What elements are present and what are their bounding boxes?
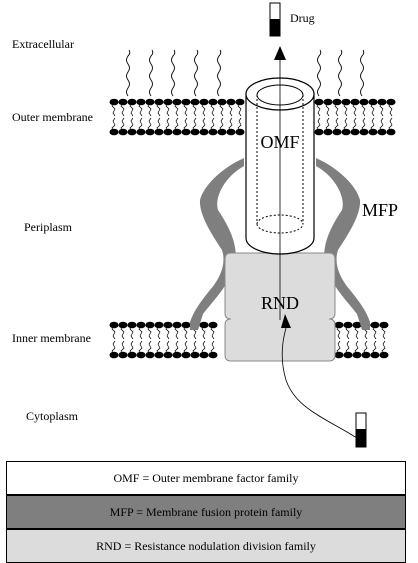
drug-exit-arrowhead [274,46,286,60]
drug-entry-path [281,327,361,441]
rnd-label: RND [261,293,299,313]
mfp-left [190,158,244,330]
cytoplasm-label: Cytoplasm [26,409,79,423]
extracellular-label: Extracellular [12,37,74,51]
legend-rnd: RND = Resistance nodulation division fam… [6,529,406,563]
drug-vial-extracellular [269,2,281,37]
drug-entry-arrowhead [281,314,291,328]
drug-vial-cytoplasm [355,412,367,448]
inner-membrane-bilayer [109,321,389,359]
outer-membrane-bilayer [109,98,396,136]
efflux-pump-diagram: Drug OMF MFP RND [109,2,398,448]
legend-omf: OMF = Outer membrane factor family [6,461,406,495]
outer-membrane-label: Outer membrane [12,110,93,124]
drug-label: Drug [290,11,315,25]
periplasm-label: Periplasm [24,220,72,234]
mfp-label: MFP [362,200,398,220]
omf-label: OMF [260,132,299,152]
mfp-right [316,158,370,330]
legend-mfp: MFP = Membrane fusion protein family [6,495,406,529]
inner-membrane-label: Inner membrane [12,331,91,345]
lipopolysaccharide-chains [126,49,365,97]
